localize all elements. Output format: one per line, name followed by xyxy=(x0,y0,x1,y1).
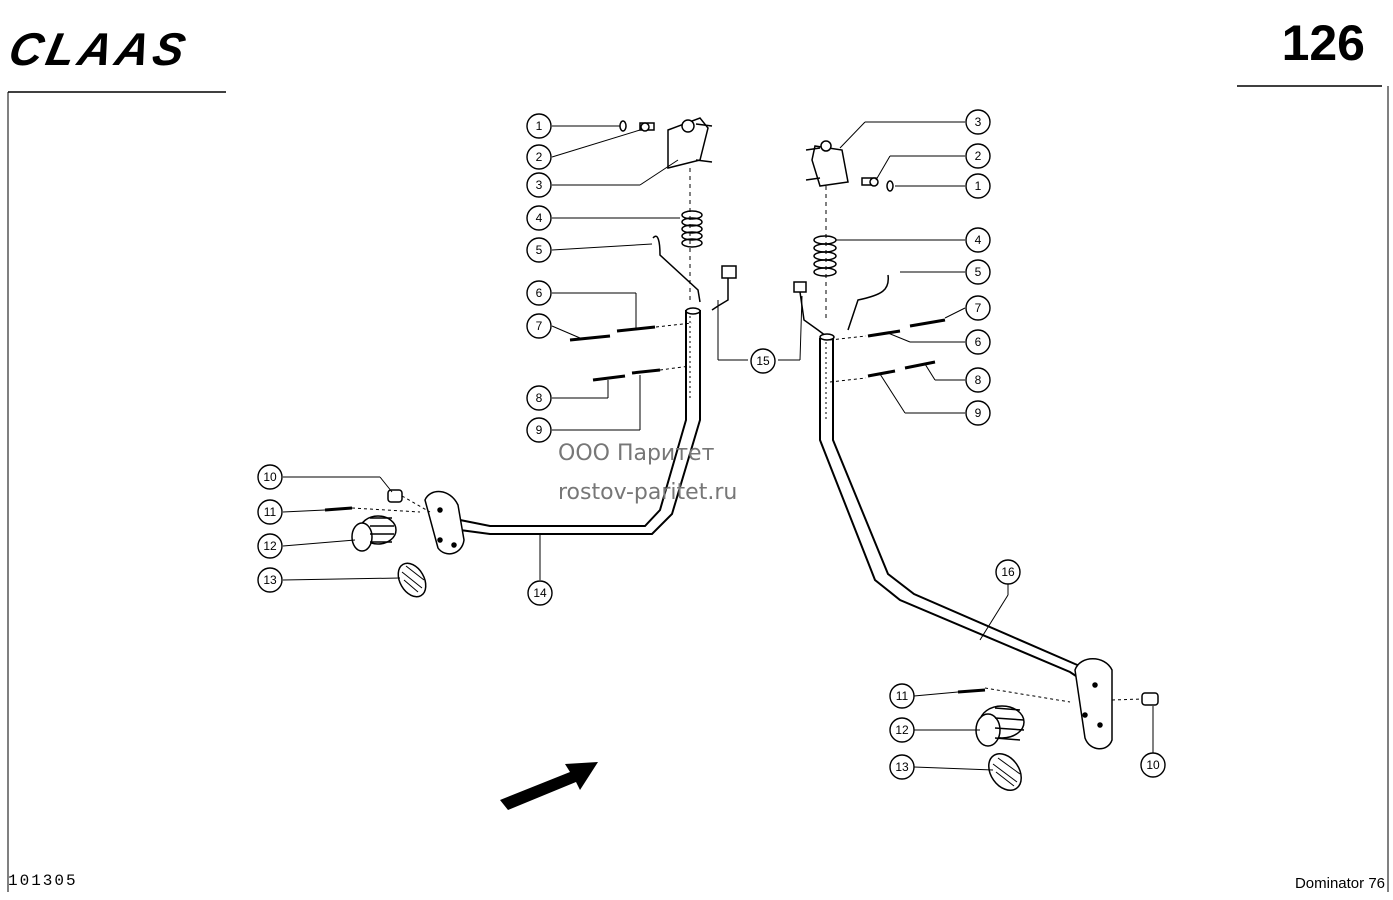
callout-right-13: 13 xyxy=(889,754,915,780)
right-tube xyxy=(819,338,1083,681)
callout-left-9: 9 xyxy=(526,417,552,443)
callouts-right: 3 2 1 4 5 7 6 8 9 16 11 12 13 10 xyxy=(889,109,1166,780)
svg-text:16: 16 xyxy=(1001,565,1015,579)
svg-text:2: 2 xyxy=(536,150,543,164)
callout-right-6: 6 xyxy=(965,329,991,355)
callout-right-7: 7 xyxy=(965,295,991,321)
watermark-company: ООО Паритет xyxy=(558,441,715,466)
callout-right-2: 2 xyxy=(965,143,991,169)
left-pedal-assembly xyxy=(324,117,737,598)
svg-text:5: 5 xyxy=(975,265,982,279)
svg-text:10: 10 xyxy=(263,470,277,484)
right-bracket xyxy=(811,145,849,187)
right-spring xyxy=(813,235,837,277)
right-pedal-plate xyxy=(1074,658,1113,750)
callout-right-3: 3 xyxy=(965,109,991,135)
left-bracket xyxy=(667,117,709,169)
svg-text:5: 5 xyxy=(536,243,543,257)
callout-left-6: 6 xyxy=(526,280,552,306)
svg-text:6: 6 xyxy=(536,286,543,300)
right-pedal-assembly xyxy=(793,140,1159,791)
callout-right-4: 4 xyxy=(965,227,991,253)
svg-text:9: 9 xyxy=(536,423,543,437)
svg-text:3: 3 xyxy=(975,115,982,129)
svg-text:1: 1 xyxy=(536,119,543,133)
callout-left-1: 1 xyxy=(526,113,552,139)
svg-text:1: 1 xyxy=(975,179,982,193)
direction-arrow xyxy=(500,762,598,810)
left-tube xyxy=(459,310,687,527)
model-name: Dominator 76 xyxy=(1294,875,1385,892)
leader-lines-left xyxy=(282,125,680,581)
left-pedal-plate xyxy=(424,490,465,555)
callout-left-11: 11 xyxy=(257,499,283,525)
callout-right-12: 12 xyxy=(889,717,915,743)
watermark-website: rostov-paritet.ru xyxy=(558,480,738,505)
svg-text:12: 12 xyxy=(263,539,277,553)
callout-left-7: 7 xyxy=(526,313,552,339)
callout-left-10: 10 xyxy=(257,464,283,490)
callout-left-3: 3 xyxy=(526,172,552,198)
svg-text:13: 13 xyxy=(263,573,277,587)
svg-text:14: 14 xyxy=(533,586,547,600)
callout-right-16: 16 xyxy=(995,559,1021,585)
callout-left-2: 2 xyxy=(526,144,552,170)
svg-text:13: 13 xyxy=(895,760,909,774)
callout-center-15: 15 xyxy=(750,348,776,374)
leader-lines-right xyxy=(717,121,1154,771)
callouts-left: 1 2 3 4 5 6 7 8 9 10 11 12 13 14 xyxy=(257,113,553,606)
callouts-center: 15 xyxy=(750,348,776,374)
callout-right-10: 10 xyxy=(1140,752,1166,778)
svg-text:8: 8 xyxy=(975,373,982,387)
page-number: 126 xyxy=(1281,15,1365,71)
callout-left-4: 4 xyxy=(526,205,552,231)
callout-right-1: 1 xyxy=(965,173,991,199)
svg-text:10: 10 xyxy=(1146,758,1160,772)
document-number: 101305 xyxy=(8,872,78,890)
svg-text:7: 7 xyxy=(536,319,543,333)
svg-text:4: 4 xyxy=(975,233,982,247)
svg-text:3: 3 xyxy=(536,178,543,192)
svg-text:2: 2 xyxy=(975,149,982,163)
svg-text:7: 7 xyxy=(975,301,982,315)
callout-left-5: 5 xyxy=(526,237,552,263)
svg-text:15: 15 xyxy=(756,354,770,368)
callout-left-12: 12 xyxy=(257,533,283,559)
callout-right-11: 11 xyxy=(889,683,915,709)
svg-text:8: 8 xyxy=(536,391,543,405)
svg-text:9: 9 xyxy=(975,406,982,420)
svg-text:4: 4 xyxy=(536,211,543,225)
callout-left-14: 14 xyxy=(527,580,553,606)
callout-left-8: 8 xyxy=(526,385,552,411)
callout-left-13: 13 xyxy=(257,567,283,593)
svg-text:12: 12 xyxy=(895,723,909,737)
svg-text:6: 6 xyxy=(975,335,982,349)
svg-text:11: 11 xyxy=(264,505,277,519)
callout-right-8: 8 xyxy=(965,367,991,393)
svg-text:11: 11 xyxy=(896,689,909,703)
callout-right-5: 5 xyxy=(965,259,991,285)
left-spring xyxy=(681,210,703,248)
callout-right-9: 9 xyxy=(965,400,991,426)
